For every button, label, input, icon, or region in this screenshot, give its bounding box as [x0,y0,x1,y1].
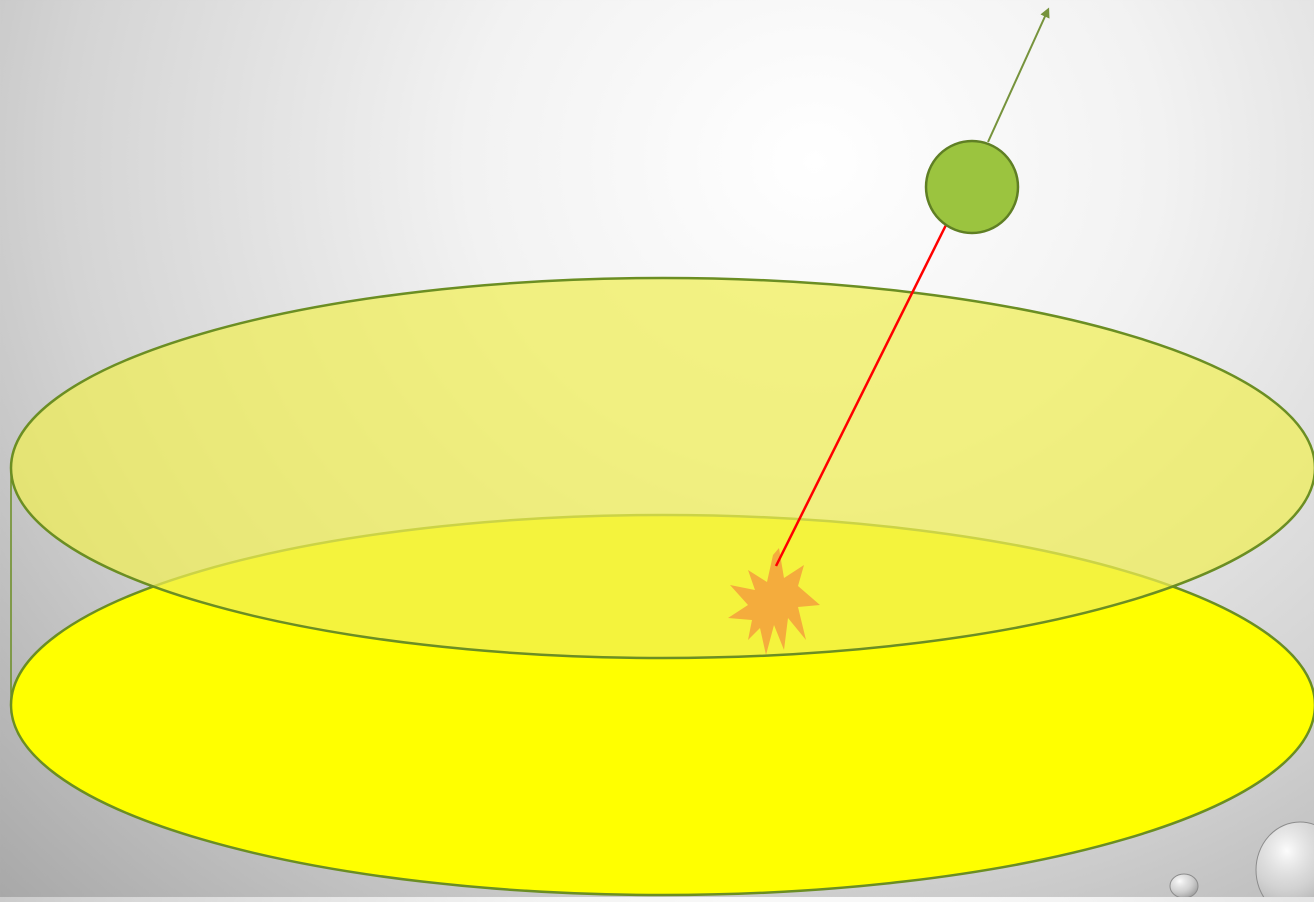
water-drop-small-decoration [1169,873,1199,899]
incoming-red-track [774,224,948,567]
water-drop-large-decoration [1255,821,1314,902]
green-particle [924,139,1020,235]
outgoing-arrow [987,7,1050,143]
translucent-top-disc [9,276,1314,660]
